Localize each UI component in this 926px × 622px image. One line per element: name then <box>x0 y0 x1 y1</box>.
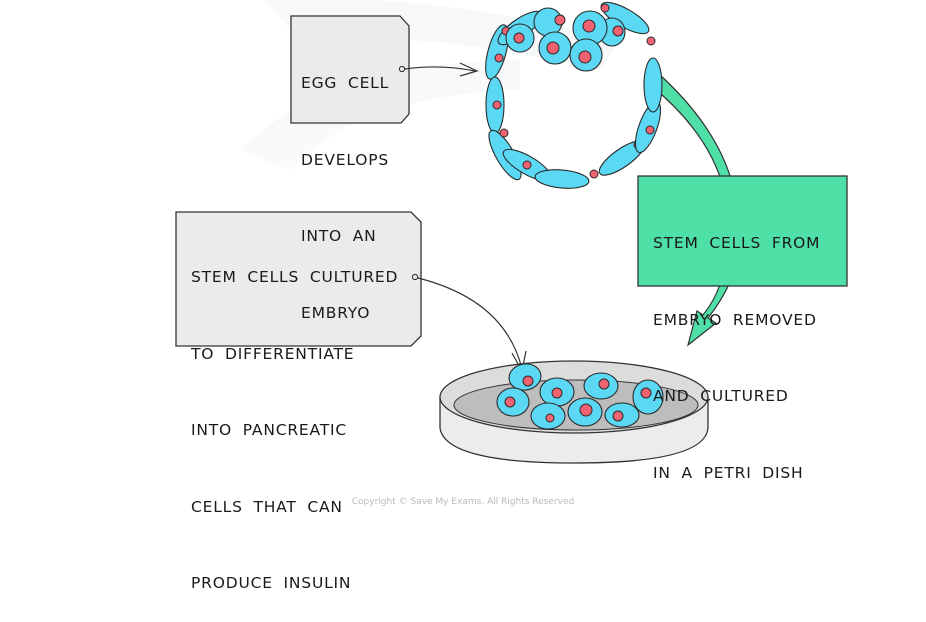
cell <box>643 36 663 113</box>
cell <box>567 397 603 427</box>
cell <box>539 377 575 407</box>
stem-cells-cultured-label: STEM CELLS CULTURED TO DIFFERENTIATE INT… <box>191 214 398 622</box>
nucleus <box>578 50 592 64</box>
nucleus <box>582 19 596 33</box>
cell <box>534 169 599 189</box>
cell <box>569 38 603 72</box>
nucleus <box>645 125 655 135</box>
egg-cell-label: EGG CELL DEVELOPS INTO AN EMBRYO <box>301 20 389 352</box>
cell <box>508 363 542 391</box>
nucleus <box>579 403 593 417</box>
egg-to-embryo-arrow <box>398 62 479 77</box>
nucleus <box>551 387 563 399</box>
culture-label-line: TO DIFFERENTIATE <box>191 344 355 363</box>
nucleus <box>554 14 566 26</box>
nucleus <box>640 387 652 399</box>
cell <box>505 23 535 53</box>
culture-label-line: PRODUCE INSULIN <box>191 574 352 592</box>
nucleus <box>600 3 610 13</box>
green-label-line: STEM CELLS FROM <box>653 234 821 252</box>
culture-label-line: INTO PANCREATIC <box>191 421 347 439</box>
nucleus <box>504 396 516 408</box>
nucleus <box>589 169 599 179</box>
cell <box>485 76 505 134</box>
embryo <box>485 1 663 189</box>
nucleus <box>492 100 502 110</box>
nucleus <box>494 53 504 63</box>
nucleus <box>612 410 624 422</box>
nucleus <box>646 36 656 46</box>
cell <box>496 387 530 417</box>
nucleus <box>513 32 525 44</box>
cell <box>632 379 664 415</box>
nucleus <box>522 160 532 170</box>
green-label-line: AND CULTURED <box>653 387 789 405</box>
copyright-notice: Copyright © Save My Exams. All Rights Re… <box>351 497 575 507</box>
culture-label-line: STEM CELLS CULTURED <box>191 268 399 286</box>
nucleus <box>499 128 509 138</box>
egg-label-line: EGG CELL <box>301 74 390 92</box>
cell <box>538 31 572 65</box>
egg-label-line: EMBRYO <box>301 303 371 322</box>
egg-label-line: INTO AN <box>301 227 377 245</box>
cell <box>583 372 619 400</box>
nucleus <box>522 375 534 387</box>
stem-cells-removed-label: STEM CELLS FROM EMBRYO REMOVED AND CULTU… <box>653 180 820 512</box>
cell <box>530 402 566 430</box>
culture-to-dish-arrow <box>411 273 527 373</box>
stem-cell-diagram: EGG CELL DEVELOPS INTO AN EMBRYO STEM CE… <box>175 0 848 592</box>
green-label-line: IN A PETRI DISH <box>653 463 804 482</box>
nucleus <box>612 25 624 37</box>
stem-cells-removed-label-box <box>637 175 848 287</box>
nucleus <box>546 41 560 55</box>
egg-cell-label-box <box>290 15 410 124</box>
green-label-line: EMBRYO REMOVED <box>653 310 817 329</box>
egg-label-line: DEVELOPS <box>301 150 389 169</box>
nucleus <box>598 378 610 390</box>
cell <box>604 402 640 428</box>
cultured-cells <box>496 363 664 430</box>
nucleus <box>545 413 555 423</box>
stem-cells-cultured-label-box <box>175 211 422 347</box>
